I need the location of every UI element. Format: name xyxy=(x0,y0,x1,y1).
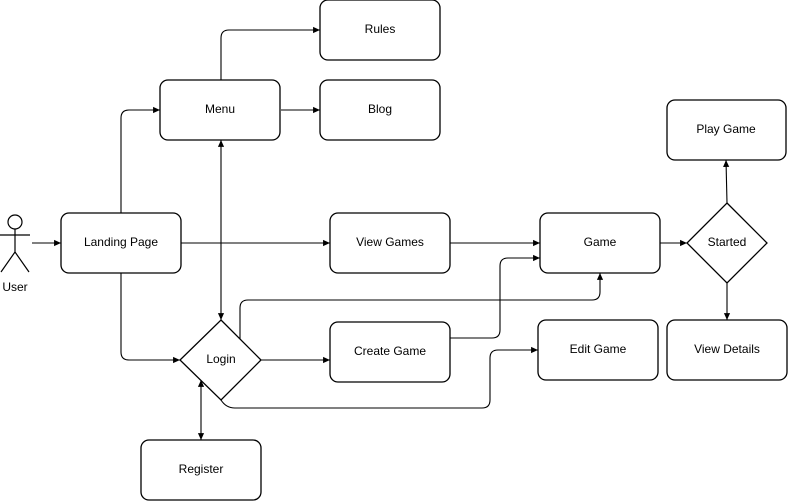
edit-game-box xyxy=(537,319,659,381)
menu-box xyxy=(159,79,281,141)
landing-page-label: Landing Page xyxy=(84,235,158,249)
create-game-label: Create Game xyxy=(354,344,426,358)
node-landing-page: Landing Page xyxy=(60,212,182,274)
login-label: Login xyxy=(206,352,235,366)
play-game-box xyxy=(666,99,787,161)
view-details-box xyxy=(666,319,788,381)
edge-menu-to-rules xyxy=(220,26,320,80)
edit-game-label: Edit Game xyxy=(570,342,627,356)
create-game-box xyxy=(329,321,451,383)
register-box xyxy=(140,439,262,501)
edge-creategame-to-game xyxy=(450,254,540,339)
blog-label: Blog xyxy=(368,102,392,116)
node-started: Started xyxy=(686,202,768,284)
game-label: Game xyxy=(584,235,617,249)
node-rules: Rules xyxy=(319,0,441,61)
menu-label: Menu xyxy=(205,102,235,116)
node-login: Login xyxy=(179,319,262,401)
node-blog: Blog xyxy=(319,79,441,141)
node-menu: Menu xyxy=(159,79,281,141)
user-actor: User xyxy=(0,214,30,294)
view-games-label: View Games xyxy=(356,235,424,249)
play-game-label: Play Game xyxy=(696,122,756,136)
node-view-details: View Details xyxy=(666,319,788,381)
edges xyxy=(32,26,731,440)
edge-landing-to-menu xyxy=(120,106,160,213)
node-game: Game xyxy=(539,212,661,274)
edge-login-to-game xyxy=(239,273,604,340)
actor-label: User xyxy=(2,280,27,294)
rules-box xyxy=(319,0,441,61)
view-details-label: View Details xyxy=(694,342,760,356)
node-view-games: View Games xyxy=(329,212,451,274)
edge-login-to-editgame xyxy=(220,346,538,409)
blog-box xyxy=(319,79,441,141)
rules-label: Rules xyxy=(365,22,396,36)
node-register: Register xyxy=(140,439,262,501)
register-label: Register xyxy=(179,462,224,476)
actor-head xyxy=(7,214,23,230)
node-create-game: Create Game xyxy=(329,321,451,383)
edge-landing-to-login xyxy=(120,273,180,364)
node-play-game: Play Game xyxy=(666,99,787,161)
edge-started-to-playgame xyxy=(723,159,730,204)
login-diamond xyxy=(179,319,262,401)
node-edit-game: Edit Game xyxy=(537,319,659,381)
started-diamond xyxy=(686,202,768,284)
landing-page-box xyxy=(60,212,182,274)
game-box xyxy=(539,212,661,274)
view-games-box xyxy=(329,212,451,274)
started-label: Started xyxy=(708,235,747,249)
actor-body xyxy=(0,229,30,273)
